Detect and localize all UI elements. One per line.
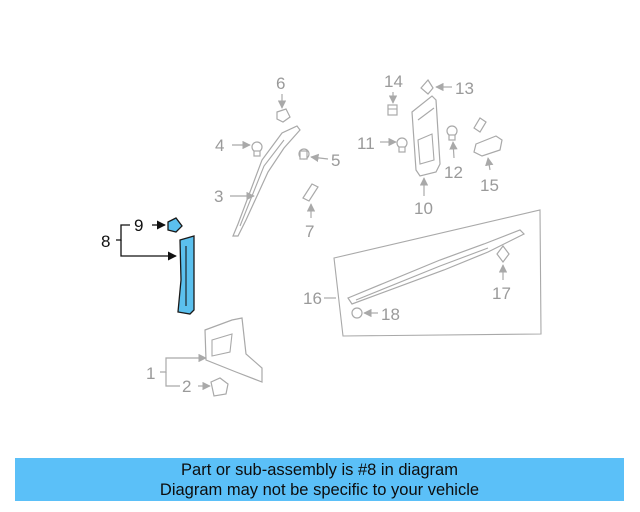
callout-9: 9 <box>134 216 143 235</box>
a-pillar-trim-part <box>232 125 301 237</box>
banner-line-disclaimer: Diagram may not be specific to your vehi… <box>159 481 480 499</box>
callout-12: 12 <box>444 163 463 182</box>
clip-6-part <box>276 108 291 123</box>
callout-11: 11 <box>357 134 375 153</box>
clip-9-part <box>167 217 183 233</box>
leader-8a <box>116 224 130 241</box>
leader-1a <box>160 353 207 373</box>
clip-5-part <box>298 148 310 160</box>
b-pillar-upper-trim-part <box>411 95 441 177</box>
lower-pillar-trim-part <box>204 317 263 383</box>
parts-diagram: 3 6 4 5 7 10 11 12 <box>101 72 542 397</box>
leader-8b <box>120 240 177 261</box>
clip-2-part <box>210 377 229 397</box>
callout-16: 16 <box>303 289 322 308</box>
callout-13: 13 <box>455 79 474 98</box>
leader-12 <box>449 141 458 159</box>
callout-6: 6 <box>276 74 285 93</box>
clip-12-part <box>446 125 458 141</box>
callout-10: 10 <box>414 199 433 218</box>
b-pillar-trim-part-8 <box>177 235 195 315</box>
callout-7: 7 <box>305 222 314 241</box>
callout-17: 17 <box>492 284 511 303</box>
info-banner: Part or sub-assembly is #8 in diagram Di… <box>15 458 624 501</box>
callout-5: 5 <box>331 151 340 170</box>
cover-15-part <box>473 117 503 157</box>
scuff-plate-panel <box>333 209 542 337</box>
leader-15 <box>485 157 494 171</box>
clip-13-part <box>420 78 434 95</box>
clip-17-part <box>496 245 510 263</box>
callout-15: 15 <box>480 176 499 195</box>
callout-14: 14 <box>384 72 403 91</box>
callout-3: 3 <box>214 187 223 206</box>
clip-4-part <box>251 141 263 157</box>
callout-8: 8 <box>101 232 110 251</box>
clip-7-part <box>302 183 319 202</box>
clip-18-part <box>351 307 363 319</box>
banner-line-part-number: Part or sub-assembly is #8 in diagram <box>181 461 458 479</box>
callout-1: 1 <box>146 364 155 383</box>
leader-1b <box>165 372 180 387</box>
callout-4: 4 <box>215 136 224 155</box>
callout-18: 18 <box>381 305 400 324</box>
callout-2: 2 <box>182 377 191 396</box>
leader-5 <box>310 153 329 163</box>
clip-11-part <box>396 137 408 153</box>
clip-14-part <box>387 104 398 116</box>
